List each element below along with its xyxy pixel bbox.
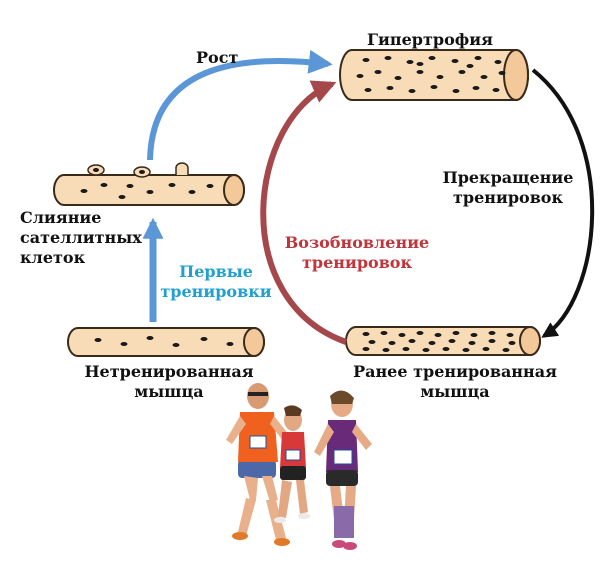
label-satellite-fusion: Слияние сателлитных клеток xyxy=(20,208,142,268)
label-untrained-line-1: Нетренированная xyxy=(84,362,254,381)
label-satellite-fusion-line-2: сателлитных xyxy=(20,228,142,247)
label-untrained: Нетренированная мышца xyxy=(74,362,264,402)
label-previously-trained: Ранее тренированная мышца xyxy=(352,362,558,402)
fiber-satellite-fusion xyxy=(53,162,245,206)
fiber-hypertrophy xyxy=(339,49,529,101)
label-previously-trained-line-1: Ранее тренированная xyxy=(353,362,557,381)
label-cessation: Прекращение тренировок xyxy=(438,168,578,208)
label-previously-trained-line-2: мышца xyxy=(420,382,490,401)
label-first-training-line-1: Первые xyxy=(179,262,253,281)
label-cessation-line-2: тренировок xyxy=(452,188,564,207)
arrow-resumption xyxy=(260,80,348,345)
runners-photo xyxy=(226,383,372,550)
label-cessation-line-1: Прекращение xyxy=(442,168,574,187)
arrow-growth xyxy=(147,49,333,161)
runner-left xyxy=(226,383,290,546)
label-growth: Рост xyxy=(196,48,239,67)
runner-right xyxy=(314,390,372,550)
label-resumption-line-1: Возобновление xyxy=(284,233,430,252)
fiber-previously-trained xyxy=(345,326,541,356)
label-satellite-fusion-line-3: клеток xyxy=(20,248,86,267)
label-hypertrophy: Гипертрофия xyxy=(367,30,493,49)
label-first-training: Первые тренировки xyxy=(160,262,272,302)
fiber-untrained xyxy=(67,327,265,357)
arrow-cessation xyxy=(531,68,595,338)
runner-center xyxy=(274,405,310,523)
label-resumption-line-2: тренировок xyxy=(301,253,413,272)
label-resumption: Возобновление тренировок xyxy=(282,233,432,273)
label-untrained-line-2: мышца xyxy=(134,382,204,401)
label-first-training-line-2: тренировки xyxy=(160,282,272,301)
label-satellite-fusion-line-1: Слияние xyxy=(20,208,102,227)
